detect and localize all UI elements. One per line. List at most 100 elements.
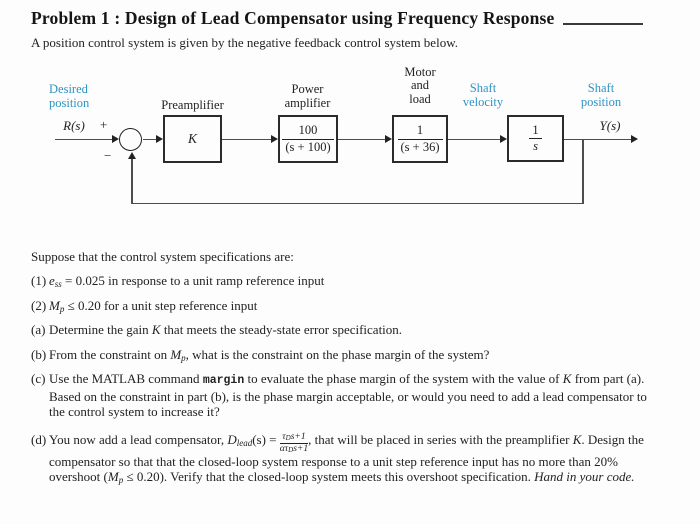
arrowhead-icon xyxy=(156,135,163,143)
math-var: M xyxy=(107,469,119,485)
poweramp-to-motor-line xyxy=(338,138,386,140)
math-var: K xyxy=(151,322,161,337)
matlab-command: margin xyxy=(202,374,245,387)
math-var: M xyxy=(49,297,60,313)
fraction-denominator: (s + 36) xyxy=(400,139,440,154)
spec-item-1: (1) ess = 0.025 in response to a unit ra… xyxy=(31,273,664,289)
fraction-numerator: τDs+1 xyxy=(279,432,309,444)
preamplifier-block: K xyxy=(163,114,222,163)
signal-y-label: Y(s) xyxy=(599,117,621,133)
math-var: M xyxy=(170,346,182,362)
part-c-text: Use the MATLAB command margin to evaluat… xyxy=(49,371,664,420)
label-shaft-position: Shaft position xyxy=(580,80,622,109)
text-run: (s) = xyxy=(252,431,280,447)
intro-text: A position control system is given by th… xyxy=(31,35,458,50)
item-marker: (a) xyxy=(31,322,46,337)
spec-item-1-text: ess = 0.025 in response to a unit ramp r… xyxy=(49,273,664,289)
math-var: ατ xyxy=(279,443,289,454)
part-b: (b) From the constraint on Mp, what is t… xyxy=(31,347,664,363)
feedback-return-line xyxy=(131,157,133,204)
minus-sign: − xyxy=(104,147,112,163)
math-subscript: p xyxy=(118,475,124,486)
arrowhead-icon xyxy=(500,135,507,143)
signal-r-label: R(s) xyxy=(63,117,85,133)
part-d: (d) You now add a lead compensator, Dlea… xyxy=(31,432,664,485)
fraction-numerator: 100 xyxy=(282,123,334,140)
math-subscript: ss xyxy=(54,279,62,289)
item-marker: (2) xyxy=(31,297,47,313)
text-run: to evaluate the phase margin of the syst… xyxy=(244,371,563,386)
text-run: From the constraint on xyxy=(49,346,171,362)
text-run: You now add a lead compensator, xyxy=(49,431,228,447)
title-rule xyxy=(562,23,643,25)
part-c: (c) Use the MATLAB command margin to eva… xyxy=(31,371,664,420)
text-run: Determine the gain xyxy=(49,322,152,337)
fraction-denominator: (s + 100) xyxy=(285,139,331,154)
text-run: , that will be placed in series with the… xyxy=(308,431,573,447)
label-preamplifier: Preamplifier xyxy=(161,97,224,112)
part-b-text: From the constraint on Mp, what is the c… xyxy=(49,347,664,363)
math-var: s+1 xyxy=(293,443,309,454)
arrowhead-icon xyxy=(271,135,278,143)
math-var: D xyxy=(227,431,237,447)
math-var: K xyxy=(572,431,582,447)
text-run: ≤ 0.20 for a unit step reference input xyxy=(64,297,258,313)
arrowhead-icon xyxy=(112,135,119,143)
arrowhead-icon xyxy=(385,135,392,143)
document-page: Problem 1 : Design of Lead Compensator u… xyxy=(0,8,700,485)
part-a-text: Determine the gain K that meets the stea… xyxy=(49,322,664,338)
part-a: (a) Determine the gain K that meets the … xyxy=(31,322,664,338)
spec-item-2: (2) Mp ≤ 0.20 for a unit step reference … xyxy=(31,298,664,314)
text-run: ≤ 0.20). Verify that the closed-loop sys… xyxy=(123,469,535,485)
power-amplifier-block: 100(s + 100) xyxy=(278,114,338,163)
fraction-denominator: ατDs+1 xyxy=(280,444,308,454)
arrowhead-icon xyxy=(127,151,136,159)
text-run: Use the MATLAB command xyxy=(49,371,203,386)
feedback-bottom-line xyxy=(131,202,583,204)
block-diagram: Desired position R(s) + − Preamplifier P… xyxy=(0,61,700,211)
fraction-numerator: 1 xyxy=(529,123,542,139)
text-run: that meets the steady-state error specif… xyxy=(160,322,403,337)
fraction-numerator: 1 xyxy=(397,123,443,140)
summing-junction xyxy=(119,127,142,151)
motor-load-block: 1(s + 36) xyxy=(392,114,448,163)
spec-item-2-text: Mp ≤ 0.20 for a unit step reference inpu… xyxy=(49,298,664,314)
label-desired-position: Desired position xyxy=(49,81,90,110)
text-run: . Design the compensator so that that th… xyxy=(49,431,644,485)
specs-intro: Suppose that the control system specific… xyxy=(31,248,294,264)
math-subscript: p xyxy=(59,303,65,314)
label-motor-load: Motor and load xyxy=(404,64,436,106)
part-d-text: You now add a lead compensator, Dlead(s)… xyxy=(49,432,664,485)
math-subscript: lead xyxy=(236,437,253,448)
power-amp-transfer-function: 100(s + 100) xyxy=(282,123,334,154)
label-power-amplifier: Power amplifier xyxy=(284,81,331,110)
math-subscript: p xyxy=(181,352,186,363)
label-shaft-velocity: Shaft velocity xyxy=(462,80,504,109)
page-title-text: Problem 1 : Design of Lead Compensator u… xyxy=(31,8,555,28)
text-run: from part (a). Based on the constraint i… xyxy=(49,371,647,419)
input-line xyxy=(55,138,113,140)
motor-transfer-function: 1(s + 36) xyxy=(397,123,443,154)
sum-to-preamp-line xyxy=(143,138,157,140)
math-var: e xyxy=(49,273,55,288)
text-run: , what is the constraint on the phase ma… xyxy=(185,346,490,362)
text-run: = 0.025 in response to a unit ramp refer… xyxy=(61,273,325,288)
preamp-gain: K xyxy=(187,130,197,146)
motor-to-integrator-line xyxy=(448,138,501,140)
fraction-denominator: s xyxy=(533,139,538,153)
page-title: Problem 1 : Design of Lead Compensator u… xyxy=(31,8,664,29)
plus-sign: + xyxy=(100,116,108,132)
item-marker: (d) xyxy=(31,431,47,447)
handwriting-instruction: Hand in your code. xyxy=(534,469,635,485)
item-marker: (b) xyxy=(31,346,47,362)
arrowhead-icon xyxy=(631,135,638,143)
preamp-to-poweramp-line xyxy=(222,138,272,140)
math-var: s+1 xyxy=(290,432,306,443)
math-var: K xyxy=(562,371,572,386)
item-marker: (c) xyxy=(31,371,46,386)
item-marker: (1) xyxy=(31,273,47,288)
output-line xyxy=(564,138,632,140)
